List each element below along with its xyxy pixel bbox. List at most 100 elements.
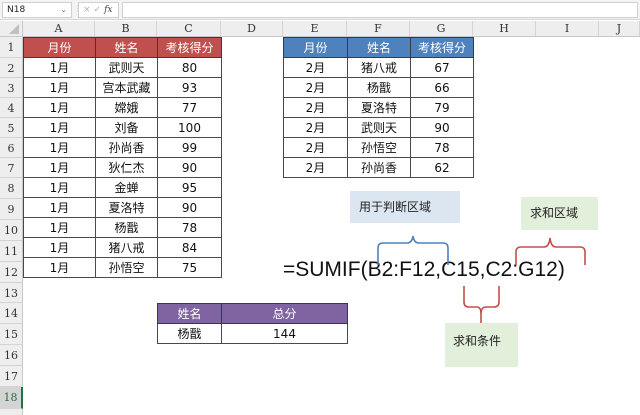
cell[interactable]: 1月 [23,177,96,198]
cell[interactable]: 100 [157,117,222,138]
cell[interactable]: 金蝉 [95,177,158,198]
header-total[interactable]: 总分 [221,303,348,324]
cell[interactable]: 夏洛特 [347,97,411,118]
cell[interactable]: 1月 [23,57,96,78]
header-score[interactable]: 考核得分 [157,37,222,58]
criteria-cell[interactable]: 杨戬 [157,323,222,344]
row-header-17[interactable]: 17 [0,366,23,387]
cell[interactable]: 猪八戒 [347,57,411,78]
column-header-i[interactable]: I [536,21,599,37]
cell[interactable]: 孙悟空 [347,137,411,158]
row-header-15[interactable]: 15 [0,324,23,345]
cell[interactable]: 78 [157,217,222,238]
cell[interactable]: 1月 [23,117,96,138]
cell[interactable]: 2月 [283,57,348,78]
row-header-4[interactable]: 4 [0,98,23,118]
column-header-g[interactable]: G [410,21,473,37]
cell[interactable]: 1月 [23,97,96,118]
cell[interactable]: 杨戬 [95,217,158,238]
cell[interactable]: 2月 [283,117,348,138]
cell[interactable]: 2月 [283,97,348,118]
name-box[interactable]: N18 ⌄ [2,2,72,18]
cell[interactable]: 武则天 [347,117,411,138]
column-header-e[interactable]: E [283,21,347,37]
cell[interactable]: 67 [410,57,474,78]
row-header-14[interactable]: 14 [0,303,23,324]
cell[interactable]: 夏洛特 [95,197,158,218]
cell[interactable]: 77 [157,97,222,118]
cell[interactable]: 1月 [23,77,96,98]
cell[interactable]: 75 [157,257,222,278]
cell[interactable]: 孙尚香 [347,157,411,178]
total-cell[interactable]: 144 [221,323,348,344]
cell[interactable]: 79 [410,97,474,118]
row-header-5[interactable]: 5 [0,118,23,138]
row-header-3[interactable]: 3 [0,78,23,98]
cell[interactable]: 1月 [23,257,96,278]
header-score[interactable]: 考核得分 [410,37,474,58]
chevron-down-icon[interactable]: ⌄ [60,5,67,14]
column-header-f[interactable]: F [347,21,410,37]
cell[interactable]: 孙悟空 [95,257,158,278]
cell[interactable]: 2月 [283,77,348,98]
cell[interactable]: 80 [157,57,222,78]
select-all-button[interactable] [0,21,23,37]
column-header-j[interactable]: J [599,21,640,37]
row-header-2[interactable]: 2 [0,58,23,78]
cell[interactable]: 孙尚香 [95,137,158,158]
cell[interactable]: 刘备 [95,117,158,138]
cancel-icon[interactable]: × [83,5,94,15]
column-header-c[interactable]: C [157,21,221,37]
cell[interactable]: 宫本武藏 [95,77,158,98]
cell[interactable]: 2月 [283,157,348,178]
cell[interactable]: 2月 [283,137,348,158]
insert-function-icon[interactable]: fx [104,5,113,15]
row-header-7[interactable]: 7 [0,158,23,178]
header-month[interactable]: 月份 [283,37,348,58]
header-month[interactable]: 月份 [23,37,96,58]
row-header-19[interactable] [0,409,23,415]
cell[interactable]: 杨戬 [347,77,411,98]
row-header-13[interactable]: 13 [0,283,23,303]
cell[interactable]: 90 [157,197,222,218]
cell[interactable]: 90 [410,117,474,138]
row-header-6[interactable]: 6 [0,138,23,158]
cell[interactable]: 99 [157,137,222,158]
header-name[interactable]: 姓名 [347,37,411,58]
cell[interactable]: 狄仁杰 [95,157,158,178]
column-header-d[interactable]: D [221,21,283,37]
cell[interactable]: 62 [410,157,474,178]
cell[interactable]: 1月 [23,137,96,158]
header-name[interactable]: 姓名 [157,303,222,324]
column-header-h[interactable]: H [473,21,536,37]
formula-input[interactable] [122,2,638,18]
row-header-1[interactable]: 1 [0,37,23,58]
cell[interactable]: 嫦娥 [95,97,158,118]
cell[interactable]: 95 [157,177,222,198]
cell[interactable]: 武则天 [95,57,158,78]
row-header-16[interactable]: 16 [0,345,23,366]
row-header-9[interactable]: 9 [0,199,23,220]
cell[interactable]: 1月 [23,217,96,238]
cell[interactable]: 猪八戒 [95,237,158,258]
row-header-12[interactable]: 12 [0,262,23,283]
cell[interactable]: 66 [410,77,474,98]
cell[interactable]: 78 [410,137,474,158]
sumif-formula-text: =SUMIF(B2:F12,C15,C2:G12) [283,258,565,281]
cell[interactable]: 1月 [23,237,96,258]
row-header-10[interactable]: 10 [0,220,23,241]
cell[interactable]: 90 [157,157,222,178]
cell[interactable]: 1月 [23,197,96,218]
row-header-8[interactable]: 8 [0,178,23,199]
column-header-a[interactable]: A [23,21,95,37]
cell[interactable]: 1月 [23,157,96,178]
row-header-11[interactable]: 11 [0,241,23,262]
row-header-18[interactable]: 18 [0,387,23,409]
header-name[interactable]: 姓名 [95,37,158,58]
column-header-b[interactable]: B [95,21,157,37]
enter-icon[interactable]: ✓ [93,5,105,15]
cell[interactable]: 84 [157,237,222,258]
cell[interactable]: 93 [157,77,222,98]
